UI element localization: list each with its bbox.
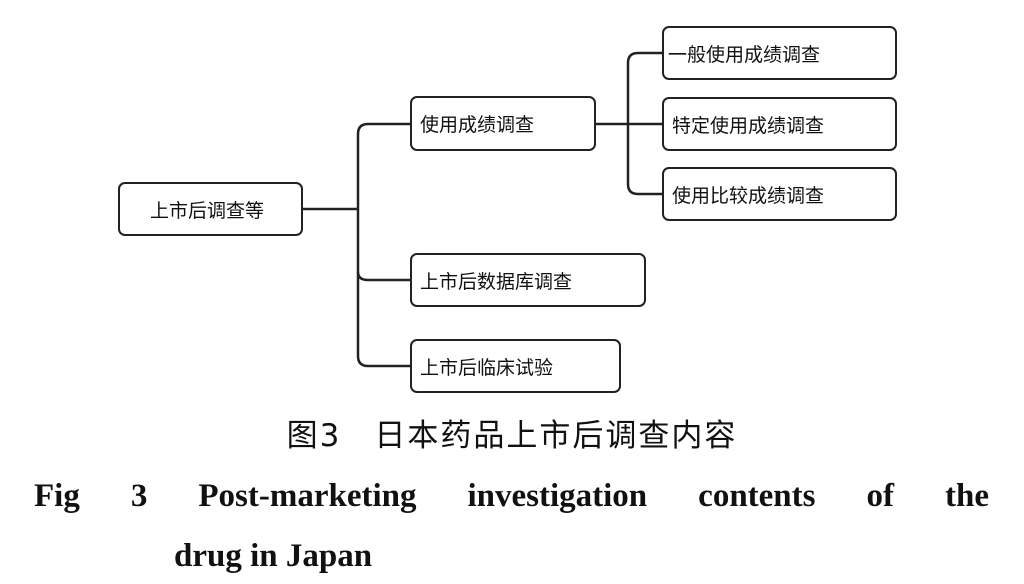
caption-chinese: 图3 日本药品上市后调查内容: [286, 418, 738, 454]
node-root: 上市后调查等: [118, 182, 303, 236]
node-clinical-trial: 上市后临床试验: [410, 339, 621, 393]
node-general-usage-survey: 一般使用成绩调查: [662, 26, 897, 80]
caption-english-line1: Fig 3 Post-marketing investigation conte…: [34, 478, 989, 514]
node-specific-usage-survey: 特定使用成绩调查: [662, 97, 897, 151]
caption-english-line2: drug in Japan: [174, 538, 373, 574]
trunk-level1: [356, 122, 410, 368]
node-database-survey: 上市后数据库调查: [410, 253, 646, 307]
node-comparative-usage-survey: 使用比较成绩调查: [662, 167, 897, 221]
branch-database: [356, 271, 410, 282]
node-usage-survey: 使用成绩调查: [410, 96, 596, 151]
trunk-level2: [626, 51, 662, 196]
